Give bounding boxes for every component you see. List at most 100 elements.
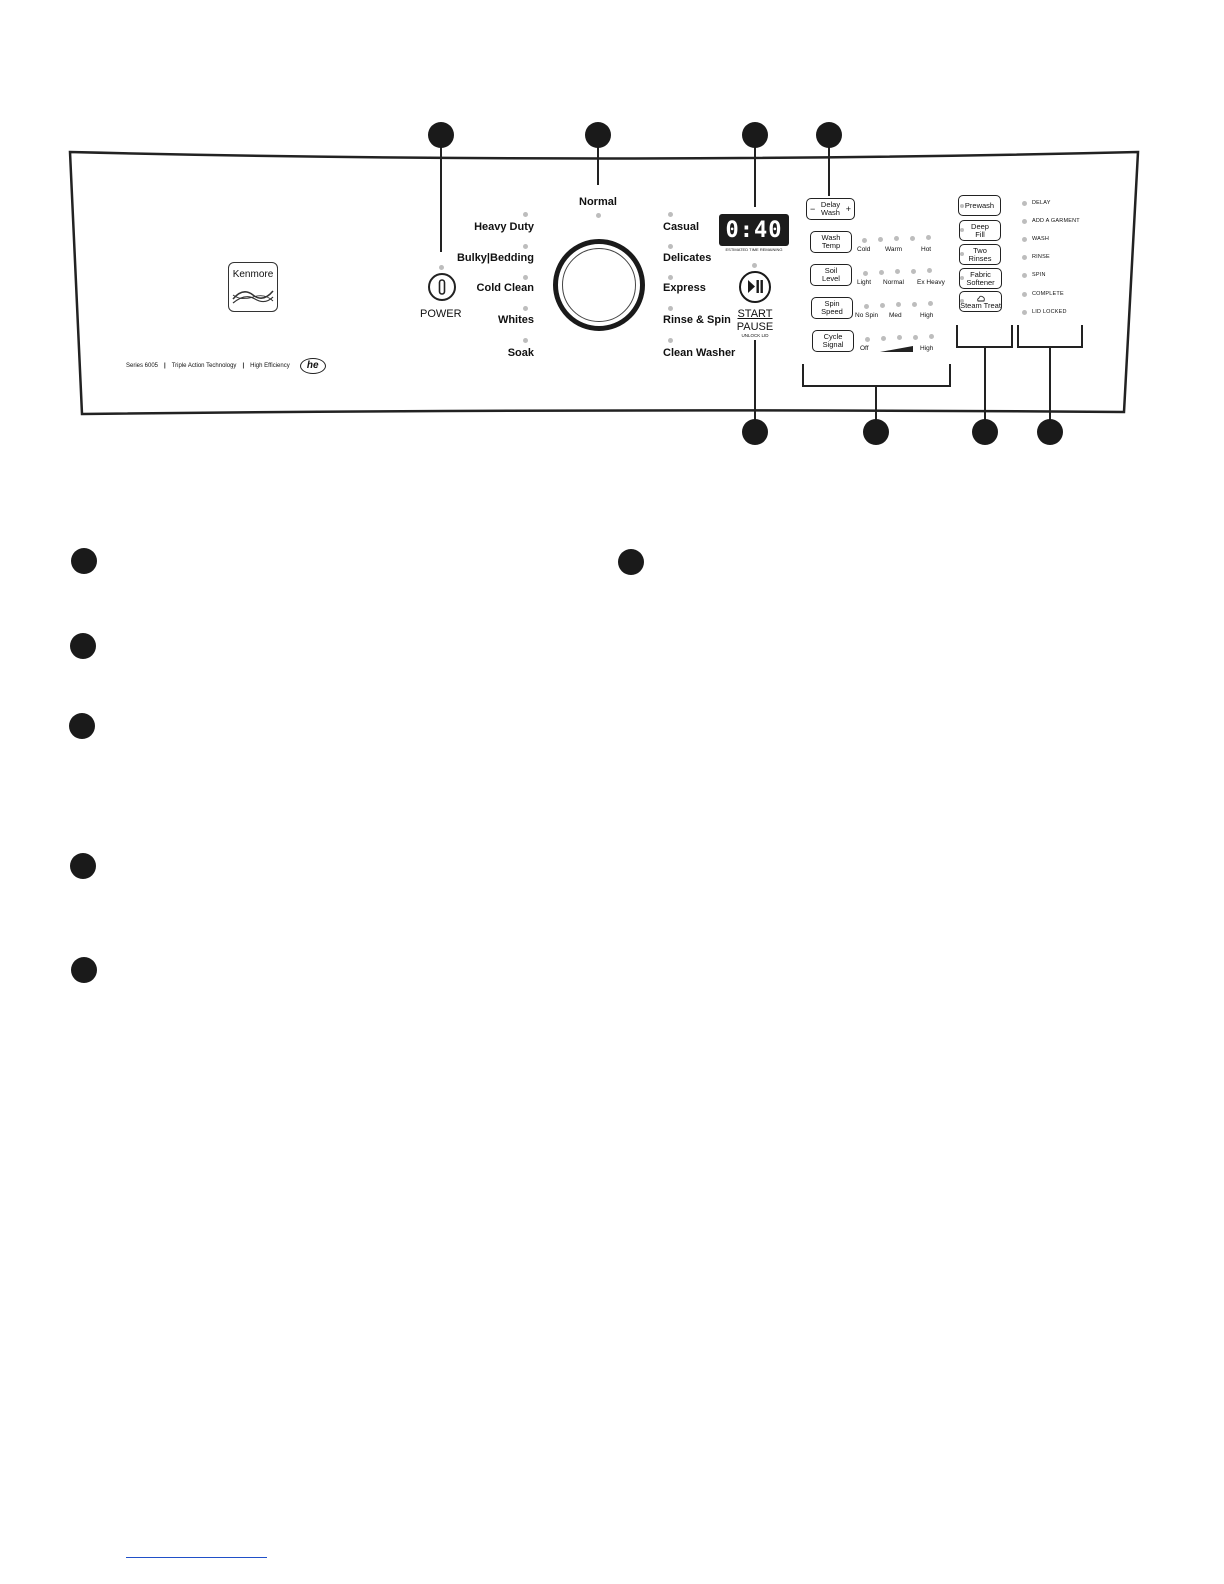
delay-wash-label-line2: Wash xyxy=(821,208,840,217)
cycle-express[interactable]: Express xyxy=(663,282,706,294)
status-led xyxy=(1022,219,1027,224)
status-rinse: RINSE xyxy=(1032,254,1050,260)
spin-speed-no-spin: No Spin xyxy=(855,312,879,319)
cycle-led xyxy=(668,306,673,311)
callout-marker xyxy=(742,122,768,148)
cycle-whites[interactable]: Whites xyxy=(497,314,534,326)
wash-temp-hot: Hot xyxy=(921,246,932,253)
footer-link-underline[interactable] xyxy=(126,1557,267,1558)
setting-led xyxy=(864,304,869,309)
brand-name: Kenmore xyxy=(232,269,274,280)
unlock-lid-caption: UNLOCK LID xyxy=(741,333,769,338)
legend-marker xyxy=(71,957,97,983)
series-line: Series 6005 | Triple Action Technology |… xyxy=(126,358,326,374)
time-display: 0:40 xyxy=(719,214,789,246)
callout-marker xyxy=(972,419,998,445)
cycle-led xyxy=(668,275,673,280)
callout-marker xyxy=(585,122,611,148)
cycle-led xyxy=(523,244,528,249)
feature-triple-action: Triple Action Technology xyxy=(171,363,237,369)
legend-marker xyxy=(69,713,95,739)
cycle-soak[interactable]: Soak xyxy=(507,347,534,359)
knob-inner-ring xyxy=(562,248,636,322)
status-led xyxy=(1022,310,1027,315)
setting-led xyxy=(926,235,931,240)
status-led xyxy=(1022,273,1027,278)
setting-led xyxy=(880,303,885,308)
cycle-led xyxy=(596,213,601,218)
cycle-casual[interactable]: Casual xyxy=(663,221,700,233)
cycle-cold-clean[interactable]: Cold Clean xyxy=(476,282,534,294)
soil-level-ex-heavy: Ex Heavy xyxy=(917,279,945,286)
legend-marker xyxy=(70,633,96,659)
delay-minus-icon[interactable]: − xyxy=(810,204,816,214)
he-logo: he xyxy=(299,358,326,374)
kenmore-wave-icon xyxy=(232,290,274,304)
legend-marker xyxy=(618,549,644,575)
cycle-bulky-bedding[interactable]: Bulky|Bedding xyxy=(456,252,534,264)
status-add-garment: ADD A GARMENT xyxy=(1032,218,1080,224)
option-led xyxy=(960,204,964,208)
status-spin: SPIN xyxy=(1032,272,1046,278)
cycle-led xyxy=(523,338,528,343)
cycle-led xyxy=(523,306,528,311)
legend-marker xyxy=(71,548,97,574)
cycle-led xyxy=(668,338,673,343)
status-wash: WASH xyxy=(1032,236,1050,242)
setting-led xyxy=(928,301,933,306)
status-delay: DELAY xyxy=(1032,200,1051,206)
prewash-button[interactable]: Prewash xyxy=(958,195,1001,216)
option-led xyxy=(960,252,964,256)
status-led xyxy=(1022,292,1027,297)
cycle-selector-knob[interactable] xyxy=(553,239,645,331)
start-label: START xyxy=(737,308,773,320)
cycle-delicates[interactable]: Delicates xyxy=(663,252,712,264)
wash-temp-warm: Warm xyxy=(885,246,903,253)
setting-led xyxy=(881,336,886,341)
callout-marker xyxy=(428,122,454,148)
status-led xyxy=(1022,237,1027,242)
setting-led xyxy=(863,271,868,276)
status-lid-locked: LID LOCKED xyxy=(1032,309,1067,315)
callout-marker xyxy=(742,419,768,445)
time-remaining-value: 0:40 xyxy=(725,217,783,243)
callout-marker xyxy=(1037,419,1063,445)
cycle-led xyxy=(668,212,673,217)
cycle-normal[interactable]: Normal xyxy=(579,196,617,208)
setting-led xyxy=(911,269,916,274)
power-button[interactable] xyxy=(428,273,456,301)
power-label: POWER xyxy=(420,308,462,320)
cycle-heavy-duty[interactable]: Heavy Duty xyxy=(474,221,534,233)
spin-speed-high: High xyxy=(920,312,934,319)
setting-led xyxy=(862,238,867,243)
control-panel-outline xyxy=(68,135,1140,432)
cycle-led xyxy=(668,244,673,249)
cycle-clean-washer[interactable]: Clean Washer xyxy=(663,347,736,359)
power-indicator-led xyxy=(439,265,444,270)
delay-plus-icon[interactable]: + xyxy=(845,204,851,214)
series-name: Series 6005 xyxy=(126,363,159,369)
feature-high-efficiency: High Efficiency xyxy=(250,363,290,369)
setting-led xyxy=(894,236,899,241)
delay-wash-label-line1: Delay xyxy=(820,200,841,209)
cycle-led xyxy=(523,212,528,217)
delay-wash-button[interactable]: − Delay Wash + xyxy=(806,198,855,220)
cycle-rinse-spin[interactable]: Rinse & Spin xyxy=(663,314,731,326)
setting-led xyxy=(895,269,900,274)
start-pause-button[interactable] xyxy=(739,271,771,303)
steam-icon xyxy=(976,295,985,301)
soil-level-light: Light xyxy=(857,279,872,286)
steam-treat-button[interactable]: Steam Treat xyxy=(959,291,1002,312)
option-led xyxy=(960,299,964,303)
wash-temp-cold: Cold xyxy=(857,246,871,253)
setting-led xyxy=(865,337,870,342)
time-display-caption: ESTIMATED TIME REMAINING xyxy=(725,247,783,252)
setting-led xyxy=(896,302,901,307)
